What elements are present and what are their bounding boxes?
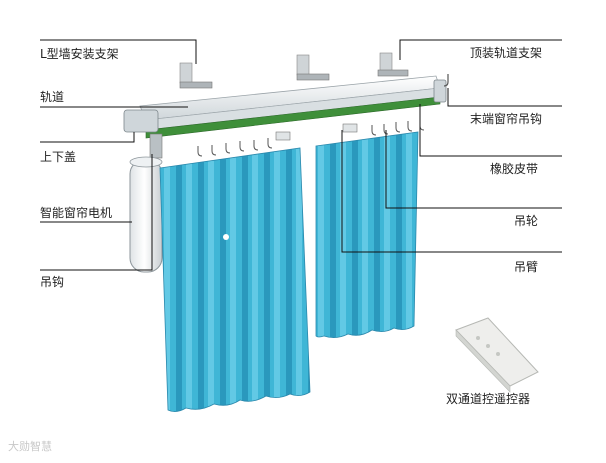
label-hook: 吊钩 — [40, 275, 65, 289]
label-top-cover: 上下盖 — [40, 150, 77, 164]
label-remote: 双通道控遥控器 — [446, 392, 531, 406]
remote-control — [455, 317, 539, 393]
curtain-dot — [223, 234, 229, 240]
rubber-belt — [145, 96, 441, 139]
curtain-right — [315, 131, 419, 338]
smart-curtain-motor — [129, 133, 163, 273]
pulley — [275, 123, 358, 141]
ceiling-bracket — [377, 52, 409, 77]
label-l-bracket: L型墙安装支架 — [40, 47, 119, 61]
end-curtain-hook — [443, 74, 449, 87]
watermark: 大勋智慧 — [8, 440, 52, 453]
l-wall-bracket-mid — [296, 54, 330, 81]
curtain-left — [159, 147, 311, 412]
label-pulley: 吊轮 — [514, 214, 539, 228]
top-bottom-cover — [123, 79, 447, 133]
label-track: 轨道 — [40, 90, 65, 104]
label-ceiling-bracket: 顶装轨道支架 — [470, 46, 543, 60]
label-end-hook: 末端窗帘吊钩 — [470, 112, 543, 126]
leader-lines — [40, 39, 562, 271]
l-wall-bracket-left — [179, 62, 213, 89]
label-motor: 智能窗帘电机 — [40, 206, 113, 220]
label-rubber-belt: 橡胶皮带 — [490, 162, 539, 176]
label-arm: 吊臂 — [514, 260, 539, 274]
